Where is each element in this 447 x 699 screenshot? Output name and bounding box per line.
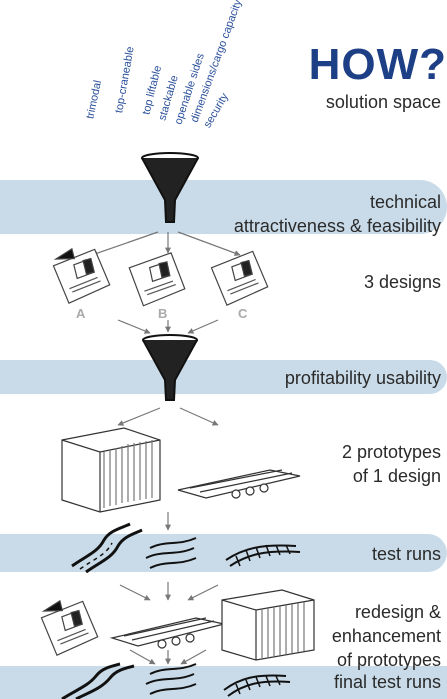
design-sketch-c bbox=[210, 250, 269, 306]
funnel-icon-profitability bbox=[142, 334, 198, 401]
arrows-to-final bbox=[129, 649, 207, 665]
arrows-to-funnel bbox=[117, 319, 219, 334]
design-letter-a: A bbox=[76, 306, 86, 321]
stage-profitability: profitability usability bbox=[284, 368, 441, 388]
stripe-profitability bbox=[0, 360, 447, 394]
arrows-to-prototypes bbox=[117, 407, 219, 426]
chassis-prototype-icon bbox=[177, 469, 301, 499]
stage-final-test-runs: final test runs bbox=[333, 672, 441, 692]
stage-test-runs: test runs bbox=[371, 544, 441, 564]
stage-designs: 3 designs bbox=[363, 272, 441, 292]
road-test-icon bbox=[71, 522, 143, 574]
final-road-test-icon bbox=[61, 662, 135, 699]
final-rail-test-icon bbox=[223, 674, 291, 697]
stage-prototypes-line1: 2 prototypes bbox=[341, 442, 441, 462]
final-water-test-icon bbox=[145, 663, 197, 695]
container-prototype-icon bbox=[61, 427, 161, 513]
stage-technical: technical attractiveness & feasibility bbox=[234, 190, 441, 238]
stage-prototypes-line2: of 1 design bbox=[352, 466, 441, 486]
design-sketch-b bbox=[128, 252, 186, 307]
arrows-to-designs bbox=[91, 231, 241, 257]
arrows-to-redesign bbox=[119, 582, 219, 601]
stage-technical-line2: attractiveness & feasibility bbox=[233, 216, 441, 236]
stage-redesign: redesign & enhancement of prototypes bbox=[332, 600, 441, 672]
funnel-icon-technical bbox=[141, 152, 199, 223]
stage-technical-line1: technical bbox=[369, 192, 441, 212]
stripe-final-test-runs bbox=[0, 666, 447, 699]
page-title: HOW? bbox=[308, 40, 447, 89]
water-test-icon bbox=[145, 537, 197, 569]
design-letter-c: C bbox=[238, 306, 248, 321]
redesign-sketch-icon bbox=[40, 599, 99, 656]
stage-prototypes: 2 prototypes of 1 design bbox=[342, 440, 441, 488]
stage-redesign-line2: enhancement bbox=[331, 626, 441, 646]
stage-solution-space: solution space bbox=[325, 92, 441, 112]
design-letter-b: B bbox=[158, 306, 168, 321]
redesign-container-icon bbox=[221, 589, 315, 661]
redesign-chassis-icon bbox=[109, 617, 225, 649]
stage-redesign-line1: redesign & bbox=[354, 602, 441, 622]
design-sketch-a bbox=[52, 247, 111, 304]
rail-test-icon bbox=[225, 544, 301, 567]
stripe-technical bbox=[0, 180, 447, 234]
stage-redesign-line3: of prototypes bbox=[336, 650, 441, 670]
